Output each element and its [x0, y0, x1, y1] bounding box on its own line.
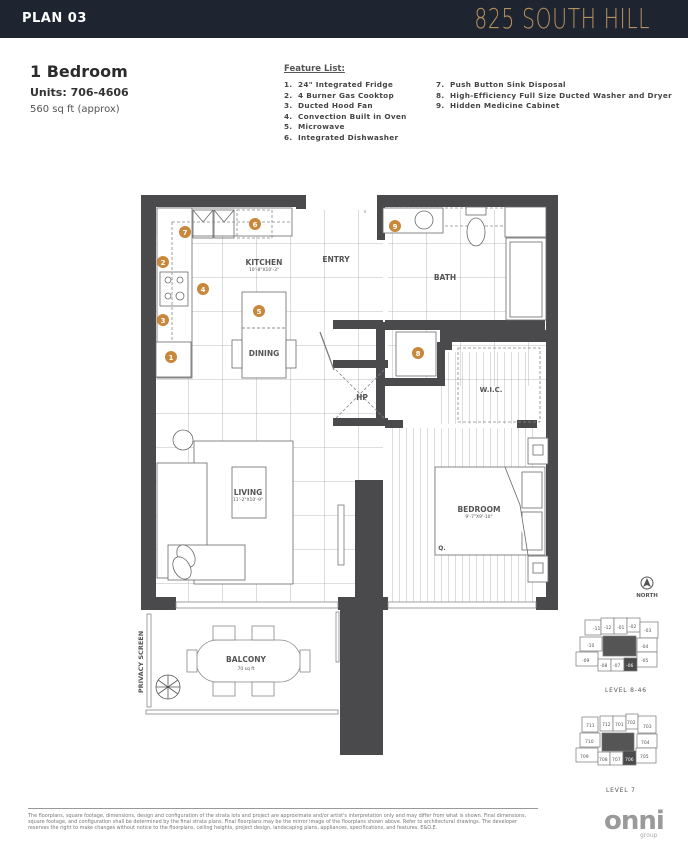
onni-logo: onni group	[604, 806, 668, 839]
svg-text:-10: -10	[587, 643, 594, 649]
svg-text:2: 2	[161, 259, 166, 267]
hp-label: HP	[356, 393, 368, 402]
kitchen-label: KITCHEN	[246, 258, 283, 267]
closet-door	[319, 331, 335, 371]
feature-item: 8.High-Efficiency Full Size Ducted Washe…	[436, 90, 672, 100]
svg-text:709: 709	[580, 754, 589, 760]
wic-floor	[440, 352, 532, 424]
living-dims: 11'-2"X10'-9"	[233, 497, 263, 503]
feature-item: 5.Microwave	[284, 122, 345, 131]
room-labels: KITCHEN 10'-8"X10'-3" ENTRY BATH DINING …	[137, 255, 502, 693]
svg-text:-12: -12	[604, 625, 611, 631]
svg-text:-03: -03	[644, 628, 651, 634]
feature-list: Feature List: 1.24" Integrated Fridge 2.…	[284, 64, 672, 142]
living-label: LIVING	[234, 488, 263, 497]
svg-text:8: 8	[416, 350, 421, 358]
feature-item: 1.24" Integrated Fridge	[284, 80, 394, 89]
svg-text:5: 5	[257, 308, 262, 316]
privacy-screen-label: PRIVACY SCREEN	[137, 631, 145, 693]
svg-text:-04: -04	[641, 644, 648, 650]
svg-text:-08: -08	[600, 663, 607, 669]
disclaimer: The floorplans, square footage, dimensio…	[28, 808, 538, 832]
living-furniture	[156, 429, 294, 585]
brand-logo: 825 SOUTH HILL	[474, 2, 650, 35]
balcony-dims: 70 sq ft	[237, 666, 254, 672]
unit-numbers: Units: 706-4606	[30, 86, 129, 99]
unit-type: 1 Bedroom	[30, 62, 128, 81]
svg-text:-05: -05	[641, 658, 648, 664]
svg-text:704: 704	[641, 740, 650, 746]
bedroom-dims: 9'-7"X9'-10"	[465, 514, 492, 520]
svg-text:-01: -01	[617, 625, 624, 631]
feature-markers: 1 2 3 4 5 6 7 8 9	[157, 218, 424, 363]
wic-label: W.I.C.	[480, 386, 503, 394]
feature-item: 9.Hidden Medicine Cabinet	[436, 101, 560, 110]
svg-text:-02: -02	[629, 624, 636, 630]
svg-text:711: 711	[586, 723, 595, 729]
bath-fixtures	[382, 206, 547, 321]
onni-logo-sub: group	[640, 832, 658, 839]
wic-shelving	[457, 347, 541, 423]
balcony	[145, 611, 340, 715]
keyplan-lower-label: LEVEL 7	[606, 787, 636, 794]
bedroom-window	[387, 601, 537, 609]
svg-text:4: 4	[201, 286, 206, 294]
feature-column-2: 7.Push Button Sink Disposal 8.High-Effic…	[436, 80, 672, 112]
unit-area: 560 sq ft (approx)	[30, 104, 120, 115]
kitchen-island	[231, 291, 297, 379]
feature-item: 6.Integrated Dishwasher	[284, 132, 399, 142]
svg-text:703: 703	[643, 724, 652, 730]
bath-label: BATH	[434, 273, 456, 282]
svg-text:712: 712	[602, 722, 611, 728]
keyplan-level-8-46: -11 -12 -01 -02 -03 -10 -04 -09 -08 -07 -06 -05	[575, 617, 659, 672]
feature-item: 2.4 Burner Gas Cooktop	[284, 90, 395, 100]
header-bar: PLAN 03 825 SOUTH HILL	[0, 0, 688, 38]
entry-label: ENTRY	[322, 255, 350, 264]
svg-text:710: 710	[585, 739, 594, 745]
feature-item: 3.Ducted Hood Fan	[284, 101, 373, 110]
svg-text:-07: -07	[613, 663, 620, 669]
svg-text:707: 707	[612, 757, 621, 763]
svg-text:705: 705	[640, 754, 649, 760]
svg-text:3: 3	[161, 317, 166, 325]
svg-text:-09: -09	[582, 658, 589, 664]
svg-text:9: 9	[393, 223, 398, 231]
north-arrow-icon	[640, 576, 654, 590]
svg-text:701: 701	[615, 722, 624, 728]
onni-logo-text: onni	[604, 806, 665, 836]
dining-label: DINING	[249, 349, 280, 358]
cooktop	[159, 271, 189, 307]
feature-column-1: 1.24" Integrated Fridge 2.4 Burner Gas C…	[284, 80, 407, 143]
plan-label: PLAN 03	[22, 11, 87, 26]
svg-text:6: 6	[253, 221, 258, 229]
living-window	[175, 601, 339, 609]
feature-item: 7.Push Button Sink Disposal	[436, 80, 566, 89]
feature-item: 4.Convection Built in Oven	[284, 111, 407, 121]
nightstands	[527, 437, 549, 583]
keyplan-upper-label: LEVEL 8-46	[605, 687, 647, 694]
svg-text:708: 708	[599, 757, 608, 763]
bedroom-label: BEDROOM	[457, 505, 500, 514]
feature-list-title: Feature List:	[284, 64, 345, 74]
svg-text:706: 706	[625, 757, 634, 763]
svg-text:-06: -06	[626, 663, 633, 669]
bed-size: Q.	[438, 545, 445, 552]
kitchen-dims: 10'-8"X10'-3"	[249, 267, 279, 273]
heat-pump-closet	[335, 369, 385, 419]
north-label: NORTH	[636, 593, 658, 599]
svg-text:1: 1	[169, 354, 174, 362]
svg-text:7: 7	[183, 229, 188, 237]
bed	[434, 466, 546, 556]
tv-unit	[337, 504, 345, 566]
svg-text:-11: -11	[593, 626, 600, 632]
walls	[141, 195, 558, 755]
svg-text:702: 702	[627, 720, 636, 726]
balcony-label: BALCONY	[226, 655, 266, 664]
